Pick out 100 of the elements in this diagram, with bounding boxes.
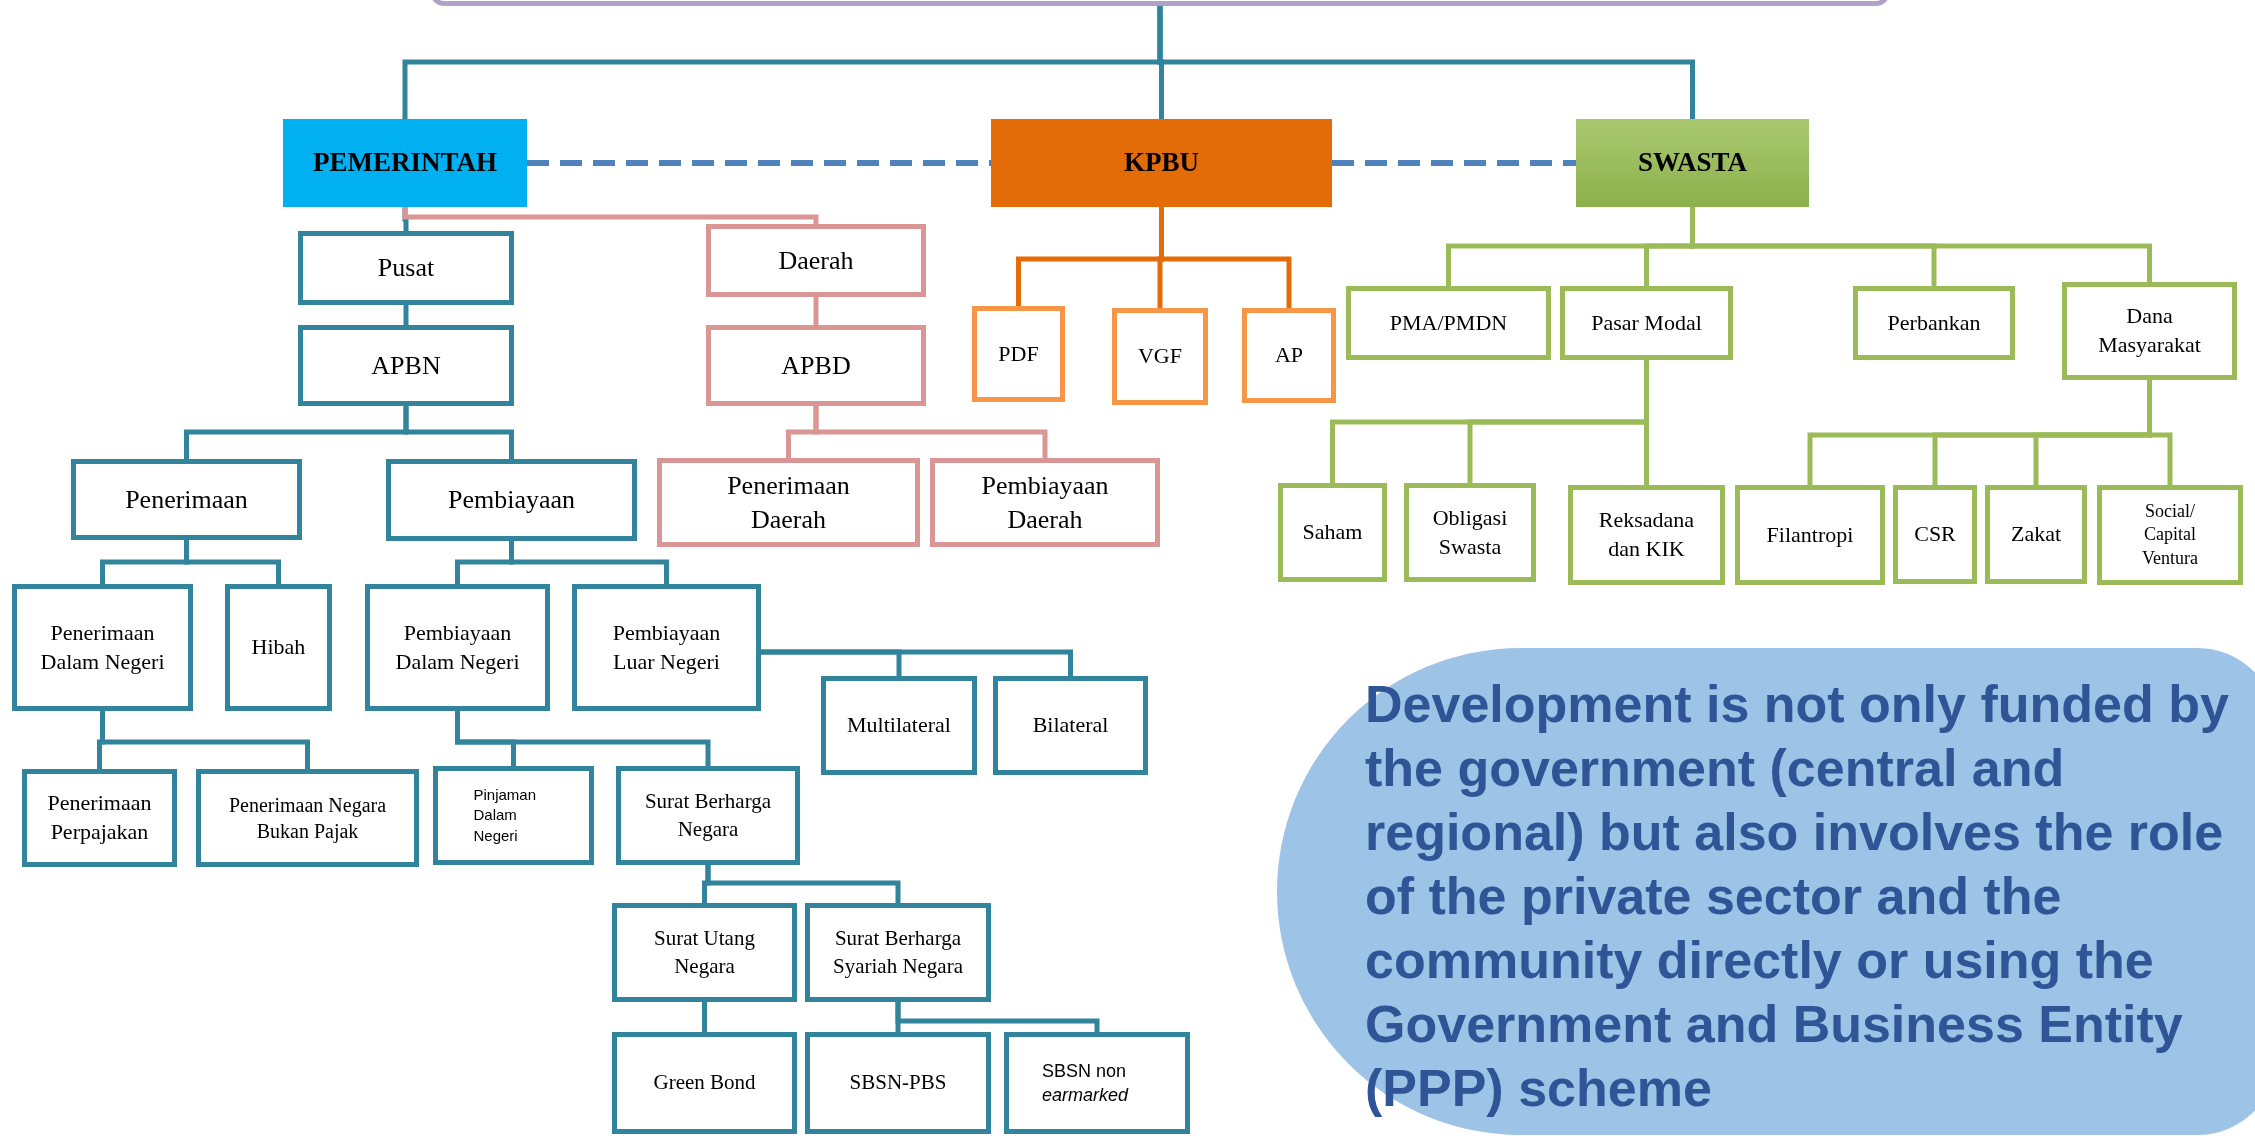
org-box (1242, 308, 1336, 403)
org-box (298, 231, 514, 305)
connector-line (813, 406, 1048, 458)
box-label: Surat Berharga Negara (643, 788, 773, 843)
box-label: Hibah (251, 633, 306, 662)
box-label: Surat Utang Negara (653, 925, 756, 980)
org-box (1985, 485, 2087, 584)
box-label: Multilateral (847, 711, 951, 740)
connector-line (455, 711, 711, 766)
org-box (1346, 286, 1551, 360)
org-box (196, 769, 419, 867)
connector-line (403, 406, 514, 459)
org-box (71, 459, 302, 540)
org-box (1278, 483, 1387, 582)
connector-line (184, 540, 281, 584)
org-box (2062, 282, 2237, 380)
org-box (2097, 485, 2243, 585)
connector-line (100, 711, 310, 769)
box-label: Penerimaan Daerah (726, 469, 851, 536)
callout-text: Development is not only funded by the government (central and regional) but also involves the role of the private sector and the community directly or using the Government and Business Entity (PPP) scheme (1365, 674, 2230, 1119)
connector-line (1157, 6, 1695, 119)
box-label: VGF (1138, 342, 1182, 371)
box-label: PEMERINTAH (313, 146, 497, 180)
box-label: PDF (998, 339, 1039, 368)
box-label: Green Bond (653, 1069, 756, 1097)
connector-line (895, 1002, 1100, 1032)
connector-line (403, 305, 409, 325)
box-label: AP (1274, 341, 1304, 370)
box-label: Penerimaan Dalam Negeri (39, 618, 166, 676)
org-box (386, 459, 637, 541)
box-label: Reksadana dan KIK (1597, 506, 1696, 563)
box-label: Bilateral (1032, 711, 1109, 740)
box-label: Pembiayaan Daerah (980, 469, 1110, 536)
org-box (657, 458, 920, 547)
org-box (1560, 286, 1733, 360)
dashed-connector (1332, 160, 1576, 166)
box-label: Daerah (778, 244, 854, 277)
org-box (572, 584, 761, 711)
org-box (616, 766, 800, 865)
box-label: Filantropi (1766, 520, 1854, 549)
box-label: KPBU (1124, 146, 1199, 180)
org-box (706, 325, 926, 406)
connector-line (813, 297, 819, 325)
box-label: Pasar Modal (1591, 308, 1702, 337)
box-label: Pinjaman Dalam Negeri (473, 785, 538, 846)
connector-line (2147, 380, 2173, 485)
org-box (1853, 286, 2015, 360)
box-label: Pembiayaan Dalam Negeri (394, 618, 521, 676)
box-label: Obligasi Swasta (1431, 503, 1509, 561)
org-box (972, 306, 1065, 402)
box-label: Zakat (2010, 520, 2062, 549)
box-label: Social/ Capital Ventura (2141, 499, 2199, 570)
org-box (930, 458, 1160, 547)
box-label: Pusat (377, 252, 435, 285)
connector-line (509, 541, 669, 584)
box-label: Dana Masyarakat (2097, 302, 2202, 359)
org-box (1735, 485, 1885, 585)
org-box (612, 903, 797, 1002)
org-box (993, 676, 1148, 775)
box-label: SBSN-PBS (849, 1069, 947, 1097)
org-box (365, 584, 550, 711)
box-label: Penerimaan Perpajakan (46, 789, 153, 846)
org-box (612, 1032, 797, 1134)
box-label: Pembiayaan (447, 484, 576, 517)
connector-line (705, 865, 901, 903)
org-box (1568, 485, 1725, 585)
box-label: APBD (781, 349, 851, 382)
connector-line (402, 207, 819, 224)
org-box (821, 676, 977, 775)
org-box (706, 224, 926, 297)
org-box (1004, 1032, 1190, 1134)
box-label: Penerimaan (125, 483, 248, 516)
connector-line (702, 1002, 707, 1032)
org-box (805, 903, 991, 1002)
box-label: PMA/PMDN (1389, 308, 1508, 337)
category-box (1576, 119, 1809, 207)
category-box (283, 119, 527, 207)
org-box (805, 1032, 991, 1134)
box-label: Pembiayaan Luar Negeri (611, 618, 722, 676)
connector-line (1644, 360, 1649, 485)
box-label: CSR (1914, 520, 1956, 549)
box-label: Surat Berharga Syariah Negara (832, 925, 964, 980)
connector-line (1690, 207, 2152, 282)
org-box (1112, 308, 1208, 405)
callout-bubble (1277, 648, 2255, 1135)
connector-line (1159, 207, 1292, 308)
box-label: Penerimaan Negara Bukan Pajak (227, 793, 388, 844)
org-box (22, 769, 177, 867)
org-box (298, 325, 514, 406)
dashed-connector (527, 160, 991, 166)
org-box (225, 584, 332, 711)
org-box (433, 766, 594, 865)
org-box (12, 584, 193, 711)
box-label: Saham (1302, 518, 1363, 547)
org-box (1893, 485, 1977, 584)
connector-line (761, 649, 1073, 676)
box-label: SBSN non earmarked (1042, 1059, 1130, 1107)
box-label: Perbankan (1887, 308, 1981, 337)
org-box (1404, 483, 1536, 582)
box-label: SWASTA (1637, 146, 1747, 180)
